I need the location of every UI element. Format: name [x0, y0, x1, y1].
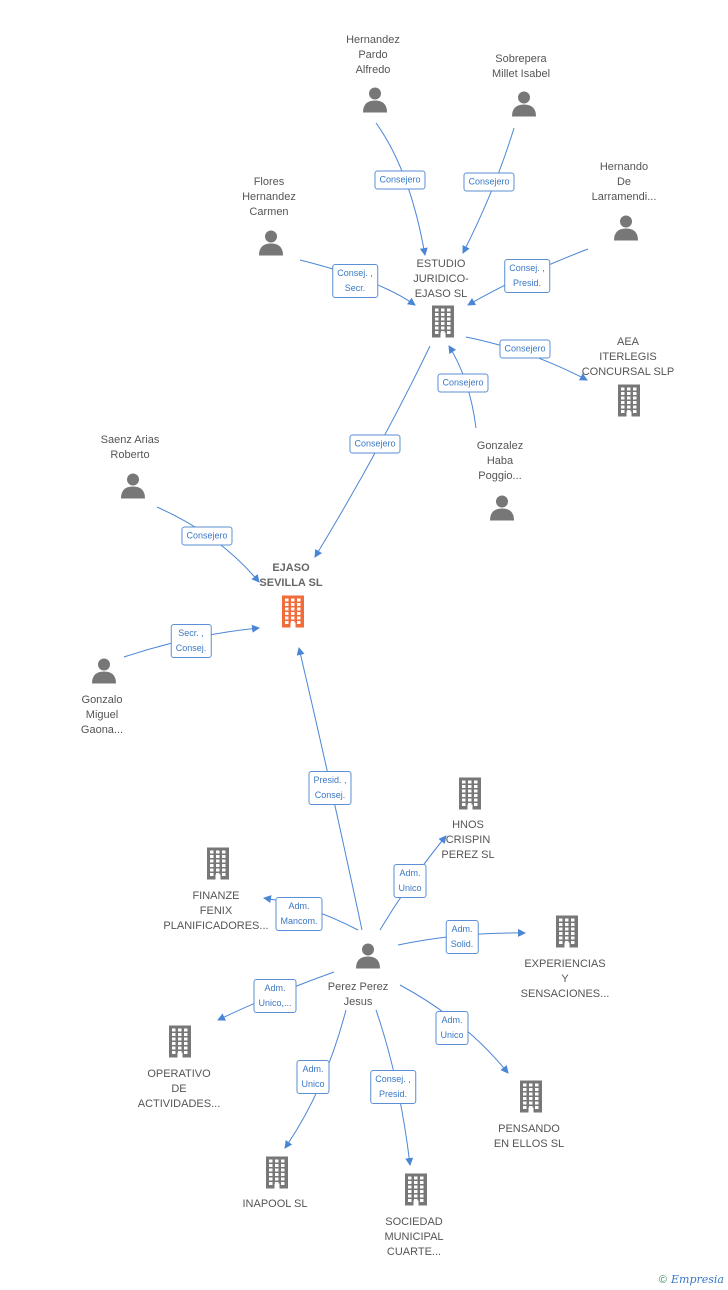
node-label-perez[interactable]: Perez Perez Jesus — [327, 981, 389, 1008]
edge-label: Adm. Unico,... — [253, 979, 297, 1013]
node-label-sobrepera[interactable]: Sobrepera Millet Isabel — [491, 53, 551, 80]
edge-label: Consej. , Presid. — [504, 259, 550, 293]
edge-label: Adm. Unico — [296, 1060, 330, 1094]
building-icon[interactable] — [204, 847, 232, 886]
building-icon[interactable] — [279, 595, 307, 634]
node-label-pensando[interactable]: PENSANDO EN ELLOS SL — [493, 1123, 565, 1150]
node-label-aea[interactable]: AEA ITERLEGIS CONCURSAL SLP — [581, 336, 675, 378]
person-icon[interactable] — [612, 214, 640, 247]
node-label-hernando[interactable]: Hernando De Larramendi... — [591, 161, 657, 203]
footer-brand: © Empresia — [659, 1273, 724, 1286]
building-icon[interactable] — [429, 305, 457, 344]
node-label-hernandez[interactable]: Hernandez Pardo Alfredo — [346, 34, 400, 76]
building-icon[interactable] — [166, 1025, 194, 1064]
node-label-sociedad[interactable]: SOCIEDAD MUNICIPAL CUARTE... — [384, 1216, 444, 1258]
node-label-gonzalo[interactable]: Gonzalo Miguel Gaona... — [80, 694, 124, 736]
edge-label: Presid. , Consej. — [308, 771, 352, 805]
edge-label: Consejero — [463, 172, 515, 192]
building-icon[interactable] — [402, 1173, 430, 1212]
person-icon[interactable] — [510, 90, 538, 123]
building-icon[interactable] — [615, 384, 643, 423]
edge-label: Consejero — [499, 339, 551, 359]
edge-label: Secr. , Consej. — [170, 624, 212, 658]
node-label-inapool[interactable]: INAPOOL SL — [242, 1198, 308, 1210]
edge-label: Consejero — [374, 170, 426, 190]
edge-label: Adm. Unico — [435, 1011, 469, 1045]
edge-label: Consejero — [349, 434, 401, 454]
brand-logo: Empresia — [671, 1273, 724, 1286]
person-icon[interactable] — [354, 942, 382, 975]
node-label-estudio[interactable]: ESTUDIO JURIDICO- EJASO SL — [413, 258, 469, 300]
person-icon[interactable] — [119, 472, 147, 505]
node-label-operativo[interactable]: OPERATIVO DE ACTIVIDADES... — [137, 1068, 221, 1110]
edge-label: Consejero — [181, 526, 233, 546]
edge-label: Adm. Unico — [393, 864, 427, 898]
node-label-ejaso-sevilla[interactable]: EJASO SEVILLA SL — [259, 562, 323, 589]
node-label-saenz[interactable]: Saenz Arias Roberto — [100, 434, 160, 461]
edge-label: Consej. , Presid. — [370, 1070, 416, 1104]
node-label-experiencias[interactable]: EXPERIENCIAS Y SENSACIONES... — [520, 958, 610, 1000]
copyright-mark: © — [658, 1274, 667, 1286]
node-label-gonzalez[interactable]: Gonzalez Haba Poggio... — [476, 440, 524, 482]
node-label-finanze[interactable]: FINANZE FENIX PLANIFICADORES... — [163, 890, 269, 932]
node-label-flores[interactable]: Flores Hernandez Carmen — [242, 176, 296, 218]
building-icon[interactable] — [517, 1080, 545, 1119]
building-icon[interactable] — [456, 777, 484, 816]
person-icon[interactable] — [361, 86, 389, 119]
building-icon[interactable] — [553, 915, 581, 954]
person-icon[interactable] — [488, 494, 516, 527]
person-icon[interactable] — [90, 657, 118, 690]
edge-label: Consej. , Secr. — [332, 264, 378, 298]
building-icon[interactable] — [263, 1156, 291, 1195]
person-icon[interactable] — [257, 229, 285, 262]
edge-label: Adm. Mancom. — [275, 897, 323, 931]
edge-label: Consejero — [437, 373, 489, 393]
node-label-hnos[interactable]: HNOS CRISPIN PEREZ SL — [441, 819, 495, 861]
edge-label: Adm. Solid. — [445, 920, 479, 954]
